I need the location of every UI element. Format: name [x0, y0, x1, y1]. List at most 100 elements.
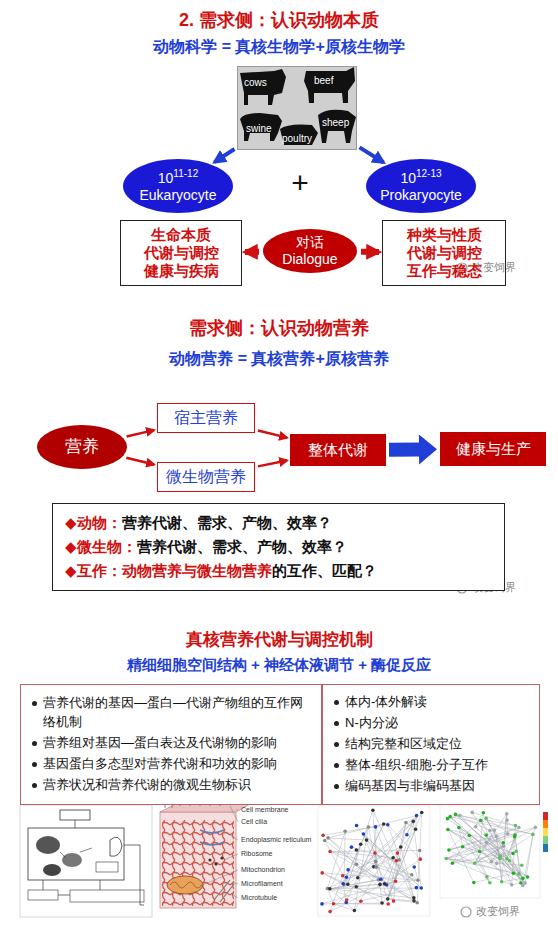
node-text: 营养状况和营养代谢的微观生物标识 — [43, 777, 251, 792]
network-node — [512, 872, 516, 876]
node-text: 营养组对基因—蛋白表达及代谢物的影响 — [43, 735, 277, 750]
network-node — [457, 826, 461, 830]
network-node — [342, 883, 346, 887]
watermark-icon — [461, 907, 471, 917]
node-content: 健康与生产 — [440, 432, 546, 466]
network-node — [478, 850, 482, 854]
network-node — [320, 871, 324, 875]
network-node — [386, 823, 390, 827]
network-node — [490, 860, 494, 864]
network-node — [472, 881, 476, 885]
ellipse-outline — [122, 158, 234, 214]
network-edge — [401, 847, 414, 898]
network-node — [514, 850, 518, 854]
network-node — [341, 874, 345, 878]
network-edge — [460, 815, 525, 883]
network-node — [488, 829, 492, 833]
network-node — [505, 818, 509, 822]
node-text: 12-13 — [416, 168, 442, 179]
bullet-dot — [334, 721, 339, 726]
ellipse-shape — [263, 229, 357, 273]
node-text: 动物营养与微生物营养 — [122, 562, 272, 579]
network-node — [521, 877, 525, 881]
network-edge — [330, 880, 379, 889]
network-node — [396, 851, 400, 855]
text-line: ◆互作：动物营养与微生物营养的互作、匹配？ — [65, 559, 492, 583]
network-edge — [448, 829, 474, 882]
network-edge — [381, 879, 417, 903]
node-text: 健康与生产 — [456, 440, 531, 457]
text-line: ◆微生物：营养代谢、需求、产物、效率？ — [65, 535, 492, 559]
connector-arrow — [258, 431, 287, 438]
network-edge — [356, 884, 380, 886]
network-node — [534, 825, 538, 829]
nutrition-box: 微生物营养 — [157, 462, 255, 492]
part-label: Microfilament — [241, 880, 283, 888]
node-content: 宿主营养 — [158, 404, 254, 432]
network-node — [415, 886, 419, 890]
node-text: Prokaryocyte — [380, 187, 462, 203]
network-node — [354, 885, 358, 889]
cell-ellipse: 1012-13Prokaryocyte — [365, 158, 477, 214]
topic-box: 种类与性质 代谢与调控 互作与稳态 — [382, 220, 506, 286]
network-edge — [388, 899, 417, 903]
network-edge — [327, 831, 345, 888]
node-text: 结构完整和区域定位 — [345, 736, 462, 751]
network-node — [495, 862, 499, 866]
node-text: 编码基因与非编码基因 — [345, 778, 475, 793]
node-content: 整体代谢 — [290, 434, 386, 466]
mechanism-box: 体内-体外解读 N-内分泌结构完整和区域定位整体-组织-细胞-分子互作编码基因与非… — [322, 684, 540, 805]
color-bar — [543, 836, 548, 844]
color-bar — [543, 828, 548, 836]
network-node — [454, 813, 458, 817]
network-node — [320, 902, 324, 906]
network-node — [500, 880, 504, 884]
network-edge — [357, 826, 396, 882]
network-node — [412, 896, 416, 900]
network-node — [485, 875, 489, 879]
network-node — [355, 862, 359, 866]
network-edge — [407, 816, 417, 835]
node-text: ◆微生物： — [65, 538, 137, 555]
animal-label: cows — [244, 77, 267, 89]
text-line: 整体-组织-细胞-分子互作 — [331, 756, 531, 775]
network-edge — [347, 827, 369, 877]
network-node — [362, 832, 366, 836]
node-text: 10 — [400, 170, 416, 186]
network-node — [378, 883, 382, 887]
network-edge — [333, 904, 354, 911]
network-node — [467, 834, 471, 838]
network-edge — [413, 821, 421, 888]
bullet-dot — [334, 784, 339, 789]
network-edge — [459, 828, 510, 861]
text-line: Eukaryocyte — [122, 187, 234, 204]
network-edge — [387, 885, 418, 903]
network-node — [405, 833, 409, 837]
network-node — [420, 811, 424, 815]
network-node — [343, 830, 347, 834]
color-bar — [543, 812, 548, 820]
network-node — [386, 897, 390, 901]
node-text: N-内分泌 — [345, 715, 398, 730]
network-node — [386, 902, 390, 906]
network-edge — [388, 899, 414, 901]
network-node — [328, 850, 332, 854]
node-content: 1012-13Prokaryocyte — [365, 158, 477, 214]
nutrition-box: 宿主营养 — [157, 403, 255, 433]
network-edge — [330, 851, 414, 897]
network-node — [411, 820, 415, 824]
part-label: Microtubule — [241, 894, 277, 902]
network-node — [346, 868, 350, 872]
network-edge — [503, 843, 523, 879]
network-node — [510, 883, 514, 887]
network-node — [492, 828, 496, 832]
text-line: 体内-体外解读 — [331, 693, 531, 712]
network-node — [374, 860, 378, 864]
network-node — [345, 898, 349, 902]
network-node — [353, 909, 357, 913]
text-line: 健康与生产 — [440, 440, 546, 458]
network-edge — [449, 847, 463, 850]
node-content: 1011-12Eukaryocyte — [122, 158, 234, 214]
network-edge — [446, 859, 512, 885]
network-node — [517, 872, 521, 876]
